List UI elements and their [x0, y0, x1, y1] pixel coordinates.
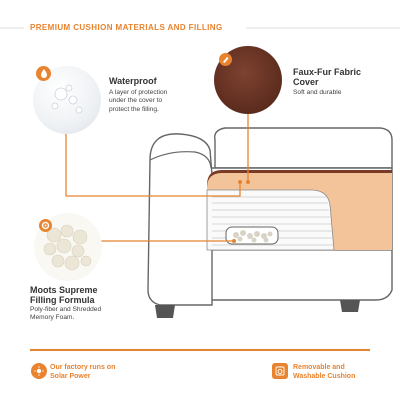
filling-title: Moots Supreme Filling Formula: [30, 285, 98, 305]
gear-icon: [39, 219, 52, 232]
washing-icon: [272, 363, 288, 379]
waterproof-title: Waterproof: [109, 76, 157, 86]
brush-icon: [219, 53, 232, 66]
filling-description: Poly-fiber and Shredded Memory Foam.: [30, 306, 102, 322]
washable-cushion-text: Removable and Washable Cushion: [293, 364, 356, 380]
water-drop-icon: [36, 66, 51, 81]
header-divider-right: [246, 27, 400, 29]
faux-fur-description: Soft and durable: [293, 89, 342, 96]
header-divider-left: [0, 27, 24, 29]
page-title: PREMIUM CUSHION MATERIALS AND FILLING: [30, 23, 223, 32]
solar-power-icon: [31, 363, 47, 379]
waterproof-description: A layer of protection under the cover to…: [109, 89, 168, 113]
faux-fur-title: Faux-Fur Fabric Cover: [293, 67, 362, 87]
solar-power-text: Our factory runs on Solar Power: [50, 364, 116, 380]
footer-divider: [30, 349, 370, 351]
